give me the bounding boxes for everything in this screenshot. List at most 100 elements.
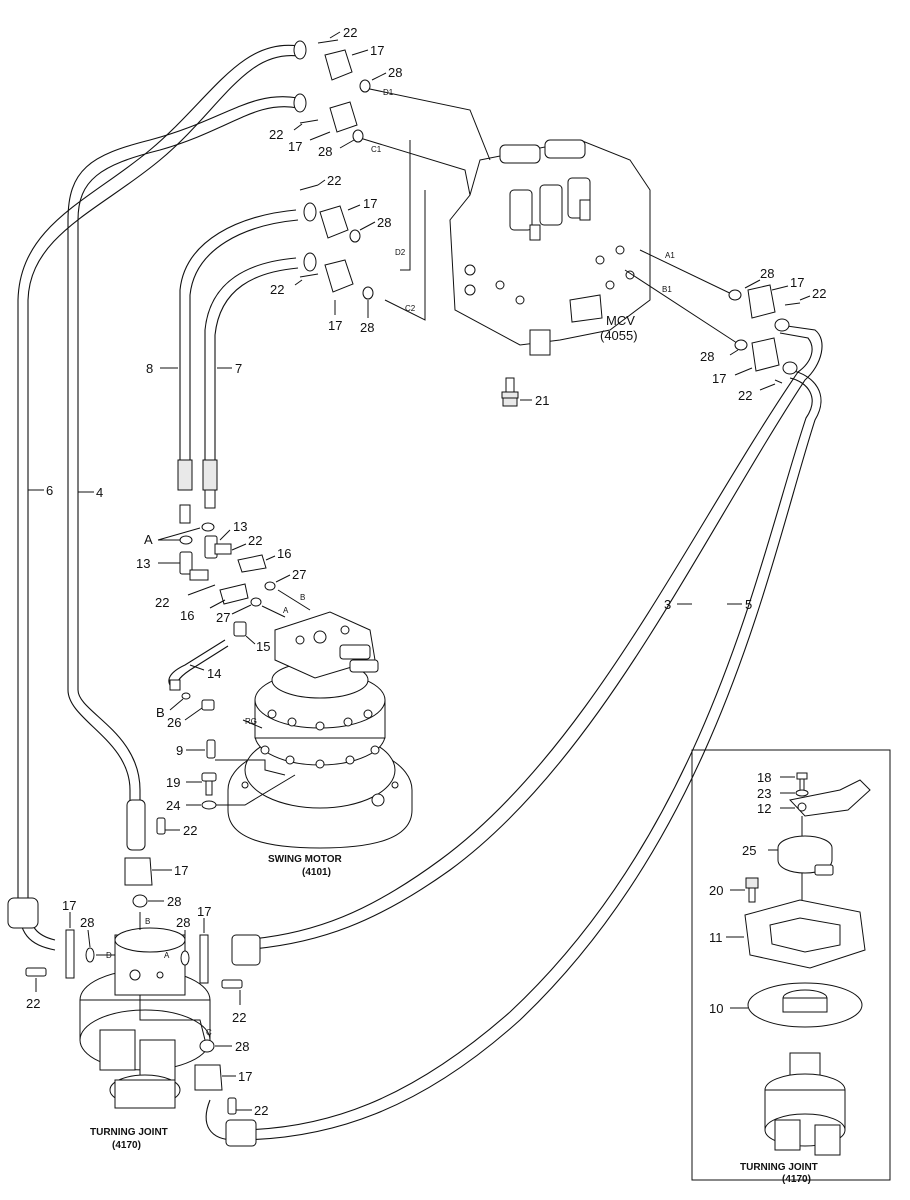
callout-22k: 22 (232, 1010, 246, 1025)
flange-group-a1 (728, 284, 801, 332)
flange-group-4 (299, 252, 374, 300)
gasket-11 (744, 899, 866, 969)
callout-b: B (156, 705, 165, 720)
callout-22e: 22 (812, 286, 826, 301)
port-sm-b: B (300, 593, 305, 602)
oring-28-c (199, 1039, 215, 1053)
callout-22h: 22 (155, 595, 169, 610)
bolt-19 (201, 772, 217, 796)
bolt-22-right (221, 979, 243, 989)
callout-17b: 17 (288, 139, 302, 154)
callout-17i: 17 (197, 904, 211, 919)
hose-7 (202, 257, 299, 509)
callout-10: 10 (709, 1001, 723, 1016)
mcv-label: MCV (606, 313, 635, 328)
flange-group-2 (293, 93, 364, 143)
callout-24: 24 (166, 798, 180, 813)
callout-22b: 22 (269, 127, 283, 142)
oring-28 (359, 79, 371, 93)
callout-17h: 17 (62, 898, 76, 913)
washer-24 (201, 800, 217, 810)
hose-4 (67, 96, 299, 851)
swing-motor (227, 611, 413, 849)
port-d1: D1 (383, 88, 394, 97)
turning-joint-code: (4170) (112, 1140, 141, 1151)
hose-8-end (179, 504, 191, 524)
detail-box: 18 23 12 25 20 11 (691, 749, 891, 1185)
callout-14: 14 (207, 666, 221, 681)
port-c1: C1 (371, 145, 382, 154)
callout-28b: 28 (318, 144, 332, 159)
callout-7: 7 (235, 361, 242, 376)
callout-4: 4 (96, 485, 103, 500)
callout-16b: 16 (180, 608, 194, 623)
oring-b (181, 692, 191, 700)
callout-27b: 27 (216, 610, 230, 625)
callout-28c: 28 (377, 215, 391, 230)
callout-23: 23 (757, 786, 771, 801)
plate-12 (789, 779, 871, 817)
oring-a-2 (179, 535, 193, 545)
callout-17g: 17 (174, 863, 188, 878)
oring-27-a (264, 581, 276, 591)
callout-15: 15 (256, 639, 270, 654)
plug-15 (233, 621, 247, 637)
flange-17-right (199, 934, 209, 984)
callout-22j: 22 (26, 996, 40, 1011)
callout-20: 20 (709, 883, 723, 898)
flange-17 (324, 49, 353, 81)
bolt-22-hose4 (156, 817, 166, 835)
callout-28h: 28 (80, 915, 94, 930)
callout-19: 19 (166, 775, 180, 790)
callout-a: A (144, 532, 153, 547)
hose-14 (168, 639, 229, 691)
port-d2: D2 (395, 248, 406, 257)
hose-8-crimp (177, 459, 193, 491)
callout-28g: 28 (167, 894, 181, 909)
flange-16-lower (219, 583, 249, 605)
swing-motor-code: (4101) (302, 867, 331, 878)
hose-4-fitting (126, 799, 146, 851)
callout-25: 25 (742, 843, 756, 858)
pin-9 (206, 739, 216, 759)
callout-28d: 28 (360, 320, 374, 335)
callout-13b: 13 (136, 556, 150, 571)
elbow-13-lower (179, 551, 209, 581)
callout-17a: 17 (370, 43, 384, 58)
port-tj-a: A (164, 951, 170, 960)
port-b1: B1 (662, 285, 672, 294)
swing-motor-label: SWING MOTOR (268, 854, 342, 865)
callout-3: 3 (664, 597, 671, 612)
turning-joint-detail-label: TURNING JOINT (740, 1162, 818, 1173)
flange-17-hose4 (124, 857, 153, 886)
turning-joint (79, 927, 211, 1109)
hose-6-fitting (7, 897, 39, 929)
hose-7-crimp (202, 459, 218, 491)
hose-8 (177, 209, 299, 524)
bolt-21 (501, 377, 519, 407)
elbow-13-upper (204, 535, 232, 559)
hose-3-fitting (231, 934, 261, 966)
callout-13a: 13 (233, 519, 247, 534)
bolt-18 (796, 772, 808, 780)
oring-27-b (250, 597, 262, 607)
callout-17c: 17 (363, 196, 377, 211)
fitting-26 (201, 699, 215, 711)
callout-8: 8 (146, 361, 153, 376)
hose-6 (7, 44, 299, 951)
callout-22f: 22 (738, 388, 752, 403)
hose-5 (205, 369, 822, 1147)
callout-11: 11 (709, 930, 723, 945)
bolt-22-c (227, 1097, 237, 1115)
port-c2: C2 (405, 304, 416, 313)
washer-23 (795, 789, 809, 797)
callout-17e: 17 (790, 275, 804, 290)
callout-28i: 28 (176, 915, 190, 930)
callout-5: 5 (745, 597, 752, 612)
callout-17d: 17 (328, 318, 342, 333)
oring-28-right (180, 950, 190, 966)
callout-22g: 22 (248, 533, 262, 548)
turning-joint-detail (764, 1052, 846, 1156)
hose-5-fitting (225, 1119, 257, 1147)
